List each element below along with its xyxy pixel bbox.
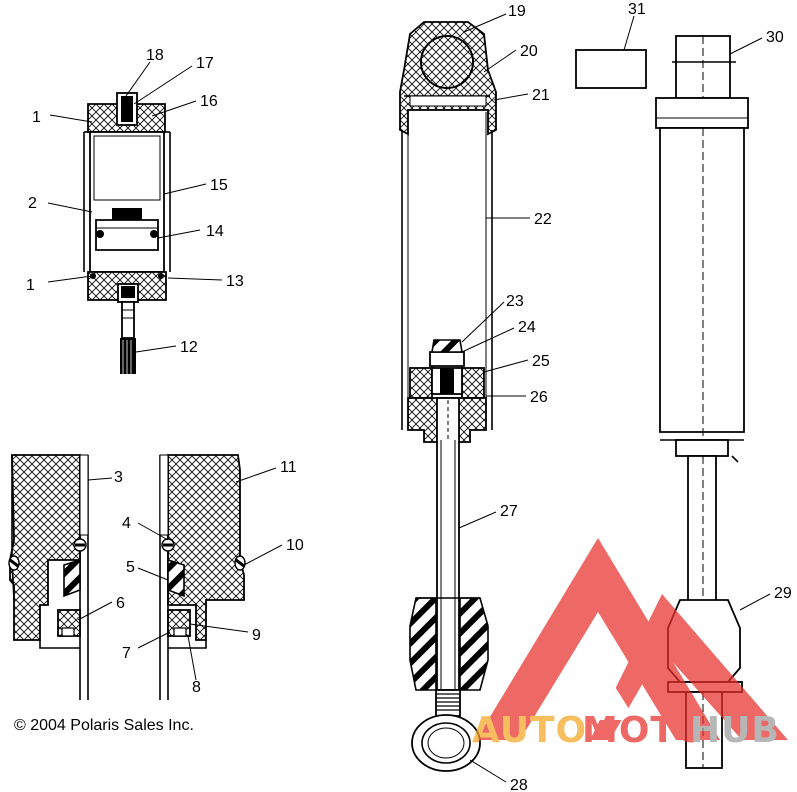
- callout-14: 14: [206, 223, 224, 240]
- seal-head-detail: [8, 454, 246, 700]
- callout-27: 27: [500, 503, 518, 520]
- watermark-logo-icon: [476, 538, 788, 740]
- callout-1-bottom: 1: [26, 277, 35, 294]
- callout-2: 2: [28, 195, 37, 212]
- callout-7: 7: [122, 645, 131, 662]
- watermark-text-moto: MOTO: [582, 710, 708, 751]
- callout-20: 20: [520, 43, 538, 60]
- shock-assembled: [575, 35, 749, 769]
- callout-19: 19: [508, 3, 526, 20]
- callout-4: 4: [122, 515, 131, 532]
- callout-15: 15: [210, 177, 228, 194]
- shock-section: [399, 21, 497, 772]
- callout-30: 30: [766, 29, 784, 46]
- callout-29: 29: [774, 585, 792, 602]
- leader-lines: [47, 13, 771, 783]
- callout-3: 3: [114, 469, 123, 486]
- automotohub-watermark: AUTO MOTO HUB: [472, 538, 788, 751]
- copyright-text: © 2004 Polaris Sales Inc.: [14, 717, 194, 734]
- callout-1-top: 1: [32, 109, 41, 126]
- callout-11: 11: [280, 459, 297, 476]
- callout-16: 16: [200, 93, 218, 110]
- watermark-text-hub: HUB: [690, 710, 780, 751]
- callout-9: 9: [252, 627, 261, 644]
- callout-23: 23: [506, 293, 524, 310]
- callout-5: 5: [126, 559, 135, 576]
- callout-6: 6: [116, 595, 125, 612]
- callout-12: 12: [180, 339, 198, 356]
- reservoir-section: [83, 92, 171, 374]
- callout-18: 18: [146, 47, 164, 64]
- callout-21: 21: [532, 87, 550, 104]
- watermark-text-auto: AUTO: [472, 710, 587, 751]
- callout-31: 31: [628, 1, 646, 18]
- callout-25: 25: [532, 353, 550, 370]
- callout-28: 28: [510, 777, 528, 792]
- callout-22: 22: [534, 211, 552, 228]
- callout-10: 10: [286, 537, 304, 554]
- callout-26: 26: [530, 389, 548, 406]
- callout-13: 13: [226, 273, 244, 290]
- callout-24: 24: [518, 319, 536, 336]
- callout-8: 8: [192, 679, 201, 696]
- callout-17: 17: [196, 55, 214, 72]
- callout-labels: 1 2 1 3 4 5 6 7 8 9 10 11 12 13 14 15 16…: [26, 1, 792, 792]
